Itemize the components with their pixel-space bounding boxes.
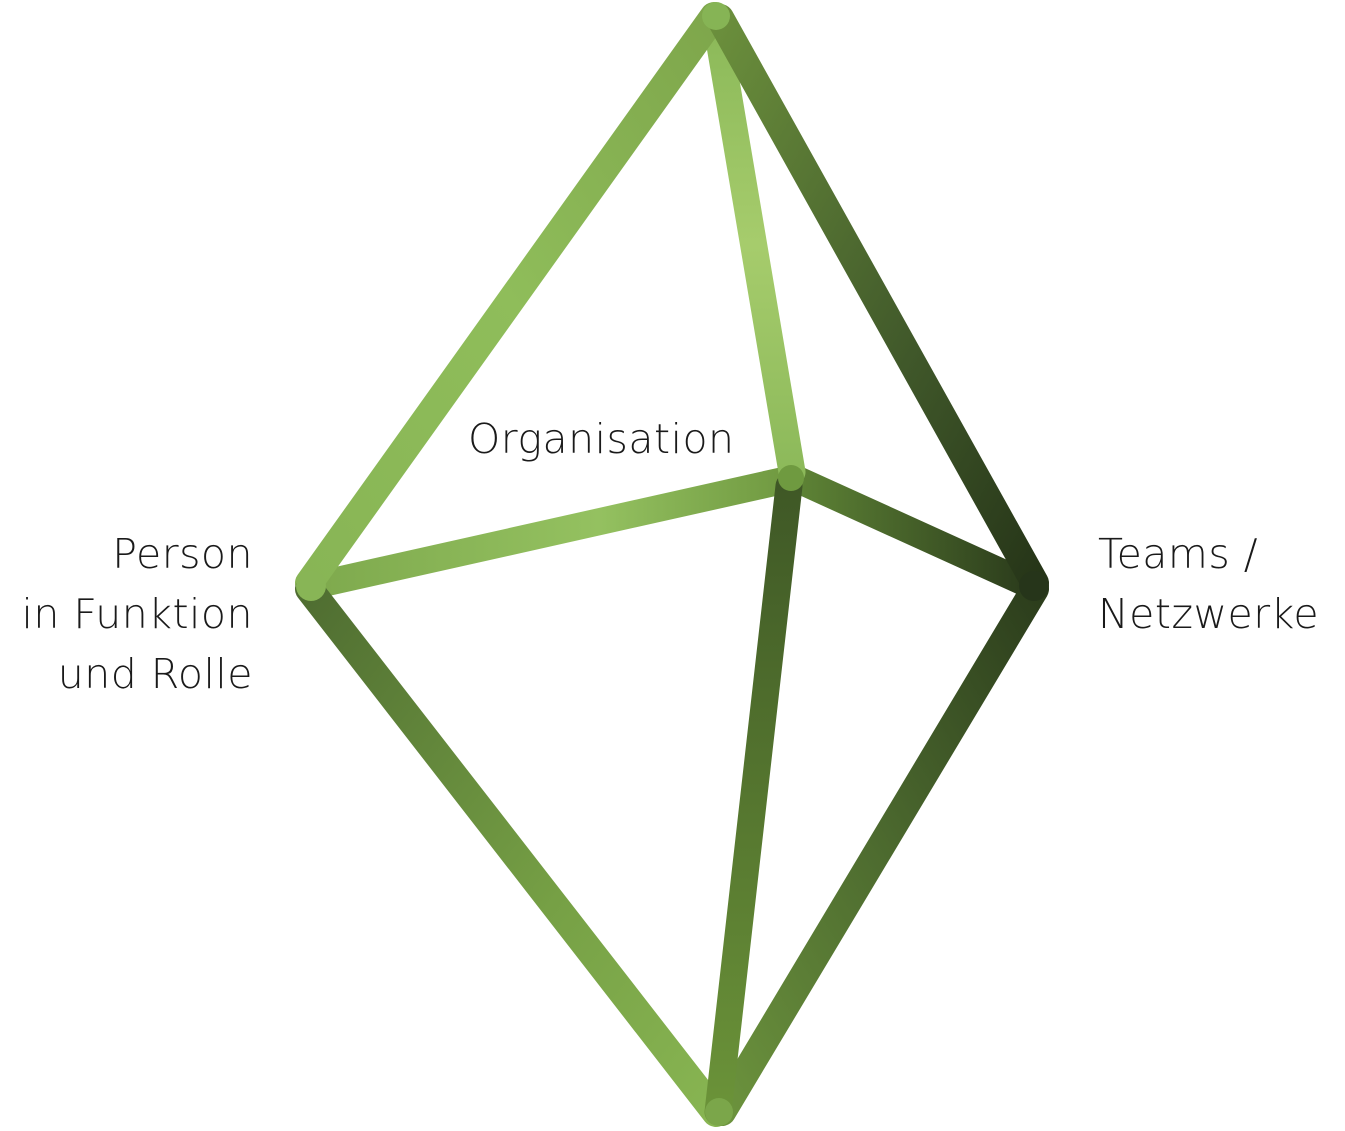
strut-bottom-left [295,575,730,1127]
strut-front-vertical [704,472,803,1126]
strut-group [295,2,1049,1127]
vertex-left [296,571,326,601]
strut-top-right [706,4,1049,597]
organisation-label: Organisation [468,409,735,469]
vertex-group [296,2,1049,1126]
person-label: Person in Funktion und Rolle [21,524,253,704]
strut-bottom-right [708,575,1049,1126]
teams-label-line-1: Teams / [1098,530,1259,578]
organisation-label-text: Organisation [468,415,735,463]
vertex-bottom [705,1098,733,1126]
teams-label-line-2: Netzwerke [1098,590,1320,638]
person-label-line-2: in Funktion [21,590,253,638]
strut-back-left [298,465,804,600]
strut-top-left [295,2,728,597]
strut-back-right [778,463,1046,600]
strut-top-back [701,2,806,486]
vertex-top [702,2,730,30]
vertex-right [1019,571,1049,601]
person-label-line-1: Person [112,530,253,578]
person-label-line-3: und Rolle [57,650,253,698]
teams-label: Teams / Netzwerke [1098,524,1319,644]
vertex-back [778,465,804,491]
